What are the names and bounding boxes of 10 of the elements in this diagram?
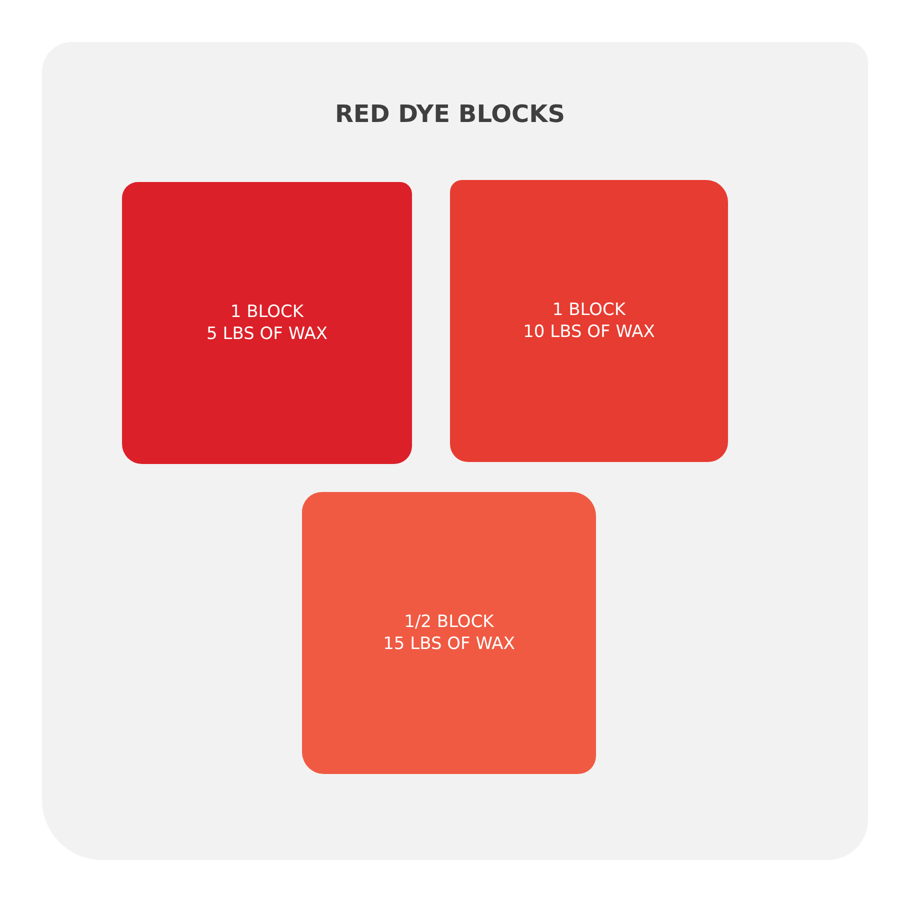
dye-block-square [450,180,728,462]
wax-amount-text: 10 LBS OF WAX [523,321,655,343]
diagram-title: RED DYE BLOCKS [334,100,566,128]
block-count-text: 1 BLOCK [230,301,304,323]
block-count-text: 1/2 BLOCK [404,611,494,633]
dye-block-square [302,492,596,774]
dye-block-square [122,182,412,464]
block-count-text: 1 BLOCK [552,299,626,321]
wax-amount-text: 5 LBS OF WAX [206,323,328,345]
wax-amount-text: 15 LBS OF WAX [383,633,515,655]
